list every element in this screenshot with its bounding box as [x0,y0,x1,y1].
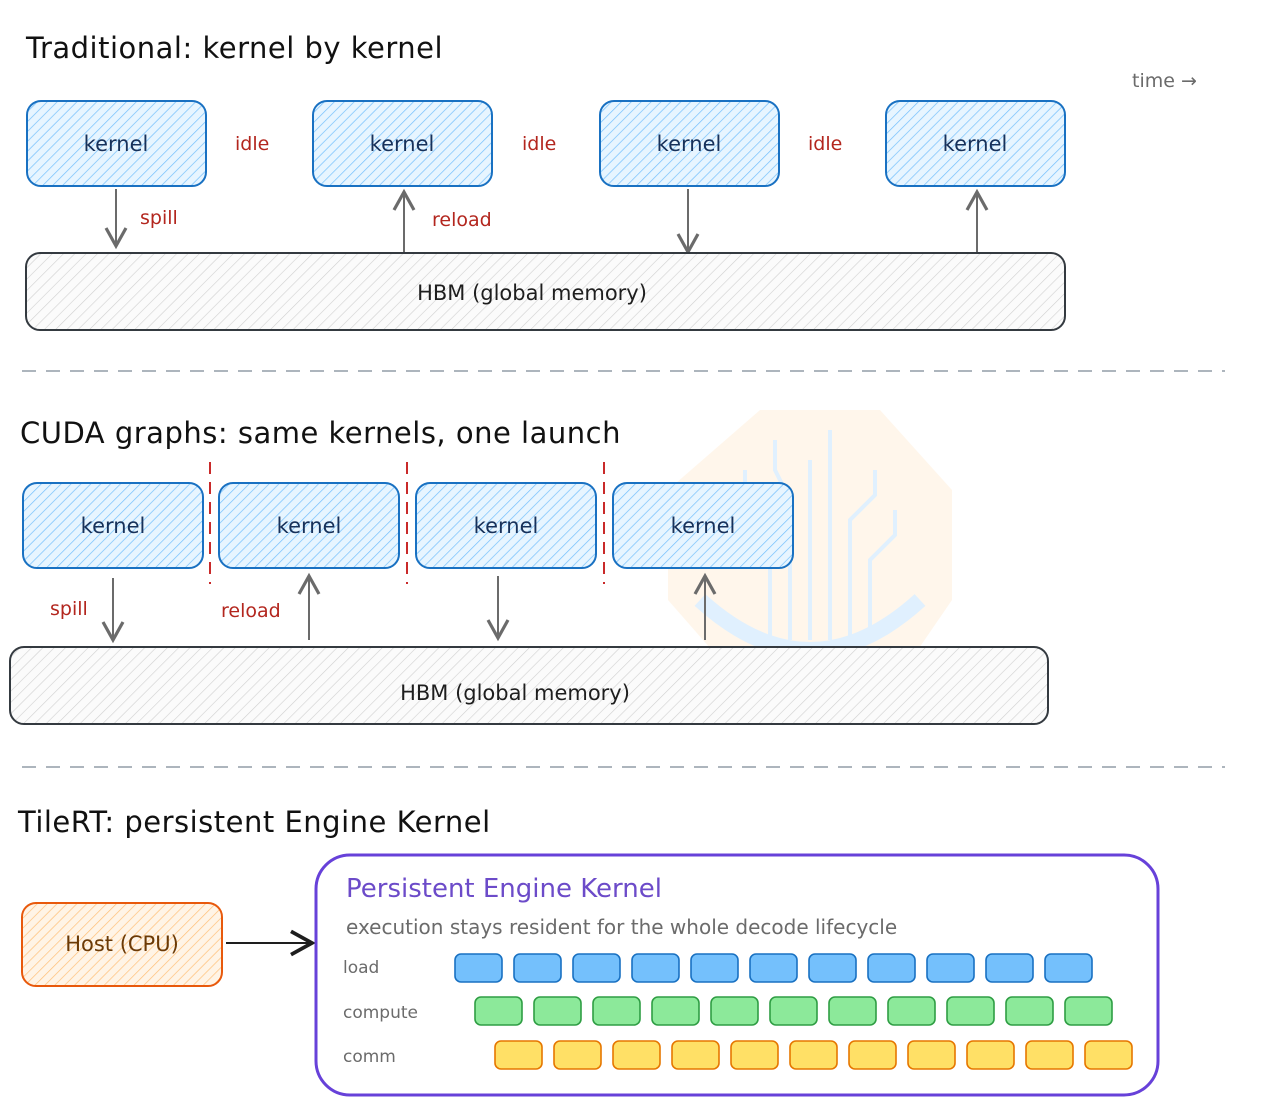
lane-label-comm: comm [343,1047,396,1067]
comm-block [553,1040,602,1070]
comm-block [612,1040,661,1070]
hbm-box: HBM (global memory) [25,252,1066,331]
kernel-box: kernel [26,100,207,187]
kernel-label: kernel [370,132,435,156]
kernel-box: kernel [885,100,1066,187]
compute-block [769,996,818,1026]
comm-block [789,1040,838,1070]
kernel-box: kernel [415,482,597,569]
compute-block [592,996,641,1026]
persistent-engine-kernel-box: Persistent Engine Kernel execution stays… [314,853,1160,1097]
section2-title: CUDA graphs: same kernels, one launch [20,416,621,450]
compute-block [887,996,936,1026]
kernel-box: kernel [218,482,400,569]
lane-label-compute: compute [343,1003,418,1023]
spill-label: spill [140,207,178,229]
comm-block [1025,1040,1074,1070]
pipeline-lanes [454,953,1133,1070]
load-block [749,953,798,983]
hbm-box: HBM (global memory) [9,646,1049,725]
load-block [1044,953,1093,983]
comm-block [907,1040,956,1070]
section3-title: TileRT: persistent Engine Kernel [17,805,491,839]
compute-block [710,996,759,1026]
comm-block [671,1040,720,1070]
reload-label: reload [221,600,281,622]
comm-block [494,1040,543,1070]
kernel-label: kernel [671,514,736,538]
reload-label: reload [432,209,492,231]
idle-label: idle [522,133,556,155]
load-block [513,953,562,983]
pek-title: Persistent Engine Kernel [346,874,662,904]
compute-block [828,996,877,1026]
host-label: Host (CPU) [65,932,179,956]
load-block [985,953,1034,983]
kernel-label: kernel [81,514,146,538]
section1-title: Traditional: kernel by kernel [25,31,443,65]
compute-block [1064,996,1113,1026]
kernel-box: kernel [612,482,794,569]
load-block [867,953,916,983]
lane-label-load: load [343,958,379,978]
kernel-label: kernel [84,132,149,156]
section2-kernel-row: kernel kernel kernel kernel [22,462,794,584]
hbm-label: HBM (global memory) [417,281,647,305]
load-block [572,953,621,983]
comm-block [1084,1040,1133,1070]
comm-block [966,1040,1015,1070]
kernel-label: kernel [474,514,539,538]
comm-block [848,1040,897,1070]
pek-subtitle: execution stays resident for the whole d… [346,915,897,939]
comm-block [730,1040,779,1070]
load-block [631,953,680,983]
idle-label: idle [235,133,269,155]
load-block [454,953,503,983]
load-block [808,953,857,983]
compute-block [651,996,700,1026]
compute-block [474,996,523,1026]
kernel-label: kernel [657,132,722,156]
load-block [690,953,739,983]
hbm-label: HBM (global memory) [400,681,630,705]
time-axis-label: time → [1132,70,1197,92]
kernel-box: kernel [312,100,493,187]
spill-label: spill [50,598,88,620]
section1-kernel-row: kernel idle kernel idle kernel idle kern… [26,100,1066,187]
idle-label: idle [808,133,842,155]
host-box: Host (CPU) [21,902,223,987]
load-block [926,953,975,983]
compute-block [1005,996,1054,1026]
kernel-label: kernel [277,514,342,538]
kernel-box: kernel [599,100,780,187]
compute-block [946,996,995,1026]
compute-block [533,996,582,1026]
kernel-label: kernel [943,132,1008,156]
kernel-box: kernel [22,482,204,569]
